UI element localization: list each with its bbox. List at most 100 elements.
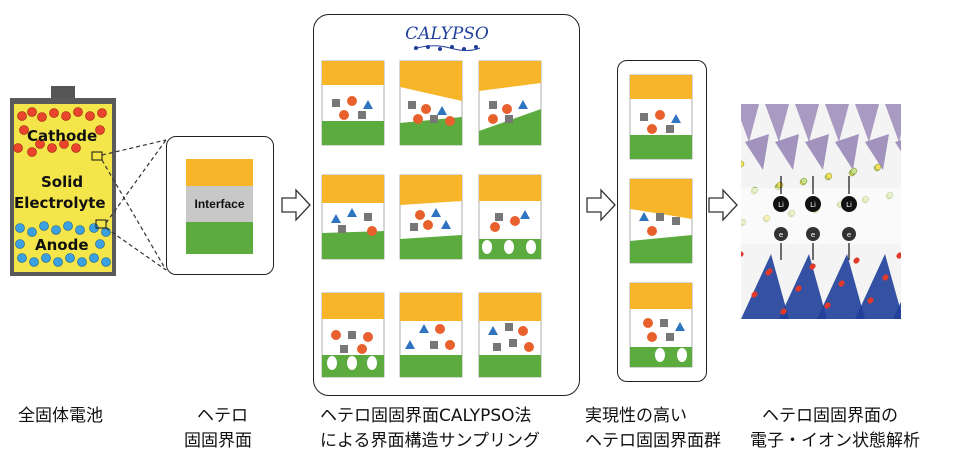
gray-particle	[660, 319, 668, 327]
void	[482, 202, 492, 216]
caption-sampling-line1: ヘテロ固固界面CALYPSO法	[320, 406, 532, 426]
blue-particle	[431, 208, 441, 217]
electron-marker	[806, 227, 820, 241]
interface-cathode-layer	[186, 159, 253, 186]
cathode-polyhedron	[885, 104, 901, 142]
electron-label: e	[811, 231, 815, 239]
red-particle	[647, 124, 657, 134]
anode-layer	[630, 135, 692, 159]
oxygen-atom	[867, 298, 873, 304]
anode-polyhedron	[779, 254, 827, 319]
caption-selected-line2: ヘテロ固固界面群	[585, 431, 721, 451]
caption-interface-line1: ヘテロ	[197, 406, 248, 426]
void	[347, 356, 357, 370]
red-particle	[445, 116, 455, 126]
cathode-layer	[322, 61, 384, 85]
blue-particle	[488, 326, 498, 335]
cathode-layer	[322, 293, 384, 319]
oxygen-atom	[741, 251, 744, 257]
calypso-sampling-panel: CALYPSO	[313, 14, 580, 396]
atom	[800, 177, 808, 185]
blue-particle	[363, 100, 373, 109]
gray-particle	[505, 323, 513, 331]
cathode-polyhedron	[745, 134, 769, 170]
blue-particle	[675, 322, 685, 331]
red-particle	[423, 220, 433, 230]
arrow-right-icon	[708, 188, 738, 222]
interface-structure	[399, 292, 463, 378]
caption-selected-line1: 実現性の高い	[585, 406, 687, 426]
li-ion-marker	[805, 196, 821, 212]
selected-structures	[629, 74, 693, 368]
red-particle	[655, 110, 665, 120]
gray-particle	[430, 115, 438, 123]
blue-particle	[437, 106, 447, 115]
anode-layer	[479, 355, 541, 377]
battery-figure: Cathode Solid Electrolyte Anode	[10, 86, 116, 276]
red-particle	[510, 216, 520, 226]
interface-structure	[629, 282, 693, 368]
cathode-layer	[630, 179, 692, 219]
cathode-polyhedron	[765, 104, 789, 142]
atom	[850, 167, 858, 175]
blue-particle	[441, 220, 451, 229]
gray-particle	[340, 345, 348, 353]
oxygen-atom	[853, 258, 859, 264]
li-ion-label: Li	[810, 201, 816, 209]
void	[367, 356, 377, 370]
li-ion-marker	[841, 196, 857, 212]
red-particle	[488, 114, 498, 124]
cathode-polyhedron	[835, 134, 859, 170]
void	[635, 312, 645, 326]
red-particle	[518, 326, 528, 336]
interface-band	[741, 188, 901, 244]
li-ion-label: Li	[846, 201, 852, 209]
anode-layer	[400, 235, 462, 259]
void	[677, 348, 687, 362]
gray-particle	[358, 111, 366, 119]
interface-panel: Interface	[166, 136, 274, 275]
cathode-layer	[479, 293, 541, 321]
cathode-label: Cathode	[27, 127, 98, 145]
red-particle	[357, 344, 367, 354]
blue-particle	[639, 212, 649, 221]
red-particle	[413, 114, 423, 124]
oxygen-atom	[896, 253, 901, 259]
anode-layer	[630, 235, 692, 263]
blue-particle	[331, 214, 341, 223]
red-particle	[435, 324, 445, 334]
electron-label: e	[779, 231, 783, 239]
void	[655, 348, 665, 362]
calypso-logo-text: CALYPSO	[405, 24, 489, 44]
cathode-layer	[630, 75, 692, 99]
interface-structure	[478, 174, 542, 260]
cathode-polyhedron	[895, 140, 901, 152]
li-ion-label: Li	[778, 201, 784, 209]
arrow-right-icon	[586, 188, 616, 222]
cathode-layer	[479, 175, 541, 201]
blue-particle	[518, 100, 528, 109]
gray-particle	[495, 213, 503, 221]
caption-analysis-line1: ヘテロ固固界面の	[762, 406, 898, 426]
red-particle	[490, 222, 500, 232]
cathode-polyhedron	[855, 104, 879, 142]
gray-particle	[408, 101, 416, 109]
anode-layer	[479, 109, 541, 145]
oxygen-atom	[765, 270, 771, 276]
interface-anode-layer	[186, 222, 253, 254]
interface-structure	[399, 60, 463, 146]
void	[327, 356, 337, 370]
void	[504, 240, 514, 254]
gray-particle	[640, 113, 648, 121]
red-particle	[647, 332, 657, 342]
gray-particle	[430, 341, 438, 349]
arrow-right-icon	[281, 188, 311, 222]
red-particle	[331, 330, 341, 340]
interface-structure	[399, 174, 463, 260]
gray-particle	[666, 333, 674, 341]
gray-particle	[338, 225, 346, 233]
void	[526, 240, 536, 254]
atom	[741, 160, 745, 168]
cathode-layer	[322, 175, 384, 203]
